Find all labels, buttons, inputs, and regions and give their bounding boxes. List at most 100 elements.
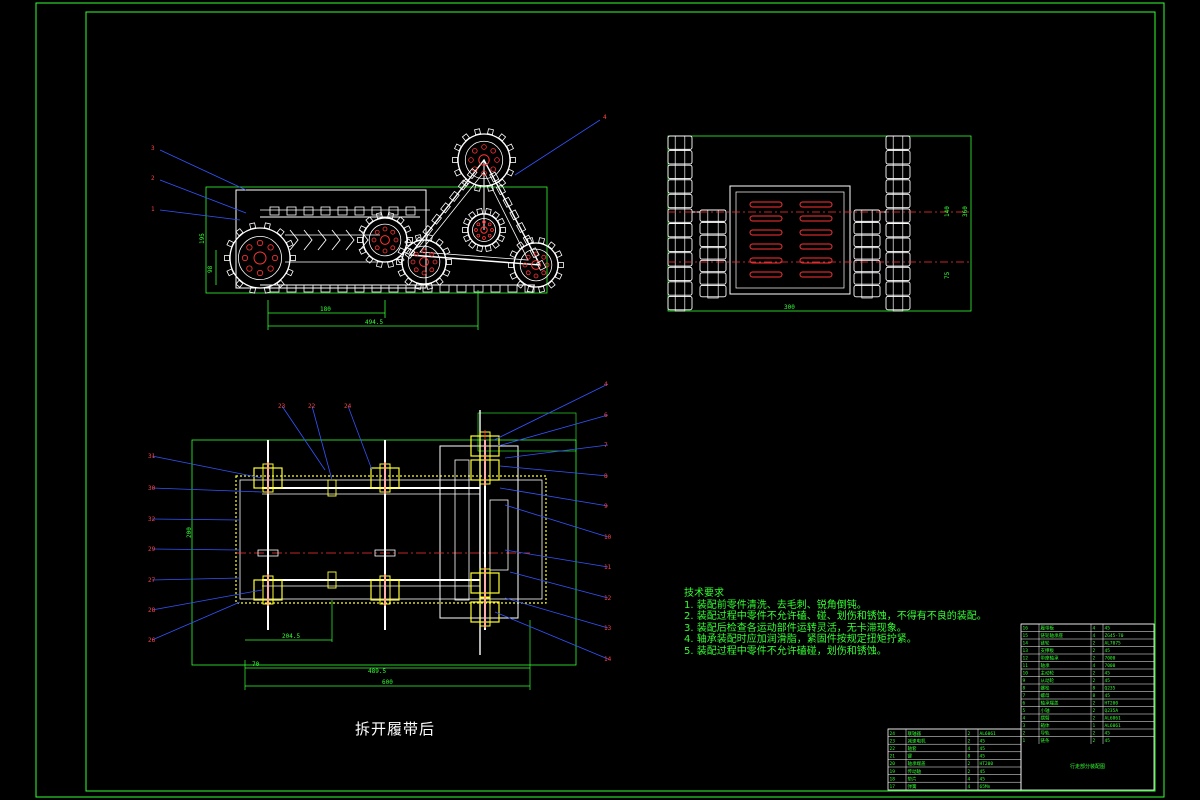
front-slot — [799, 215, 833, 222]
track-plate — [667, 281, 693, 296]
bolt-hole — [410, 259, 416, 265]
track-plate — [667, 295, 693, 311]
table-cell: 导轨 — [1041, 730, 1050, 737]
table-cell: 2 — [1093, 656, 1096, 662]
front-slot — [749, 257, 783, 264]
sprocket-wheel — [457, 133, 511, 187]
track-shoe — [538, 285, 546, 293]
track-shoe — [357, 237, 363, 243]
track-plate — [885, 252, 911, 267]
callout-plan-22: 22 — [308, 403, 316, 410]
bolt-hole — [267, 244, 274, 251]
arm-link — [502, 196, 513, 208]
track-plate — [667, 193, 693, 209]
track-plate — [667, 208, 693, 223]
leader-line — [499, 465, 609, 477]
track-plate — [699, 259, 727, 273]
table-cell: 4 — [968, 776, 971, 782]
track-shoe — [547, 241, 556, 250]
table-cell: 45 — [980, 738, 986, 744]
callout-plan-left-29: 29 — [148, 546, 156, 553]
bolt-hole — [382, 248, 388, 254]
track-plate — [699, 222, 727, 235]
track-plate — [885, 179, 911, 194]
track-link — [388, 284, 399, 293]
track-shoe — [387, 212, 395, 220]
table-cell: 链轮轴承座 — [1041, 632, 1064, 639]
track-shoe — [506, 168, 514, 177]
track-shoe — [554, 271, 563, 280]
track-shoe — [396, 259, 402, 265]
callout-plan-4: 4 — [604, 381, 608, 388]
track-shoe — [404, 238, 413, 247]
track-shoe — [290, 255, 296, 261]
track-shoe — [358, 225, 367, 234]
bolt-hole — [271, 254, 279, 262]
dim-plan-c: 600 — [382, 679, 393, 686]
table-cell: 2 — [1023, 731, 1026, 737]
callout-plan-7: 7 — [604, 442, 608, 449]
track-shoe — [497, 217, 505, 226]
bolt-hole — [374, 229, 380, 235]
table-cell: 1 — [1093, 723, 1096, 729]
track-link — [405, 206, 416, 216]
table-cell: 弹簧 — [908, 783, 917, 790]
sprocket-inner — [472, 218, 496, 242]
bolt-hole — [421, 248, 427, 254]
track-shoe — [461, 133, 470, 142]
callout-plan-right-13: 13 — [604, 625, 612, 632]
leader-line — [281, 405, 326, 471]
track-shoe — [226, 268, 235, 277]
sprocket-wheel — [513, 242, 559, 288]
table-cell: 从动轮 — [1041, 677, 1055, 684]
table-cell: 17 — [890, 784, 896, 790]
bolt-hole — [533, 251, 539, 257]
bolt-hole — [382, 226, 388, 232]
track-shoe — [468, 211, 477, 220]
bolt-hole — [432, 259, 438, 265]
tech-note-1: 1. 装配前零件清洗、去毛刺、锐角倒钝。 — [684, 599, 867, 611]
dim-plan-d: 70 — [252, 661, 260, 668]
bolt-hole — [267, 265, 274, 272]
arm-link — [516, 222, 527, 233]
dim-front-h1: 140 — [944, 206, 951, 217]
track-link — [473, 284, 484, 293]
table-cell: 23 — [890, 738, 896, 744]
track-link — [371, 206, 382, 216]
leader-line — [504, 444, 609, 459]
bolt-hole — [544, 262, 550, 268]
table-cell: 4 — [1093, 663, 1096, 669]
sprocket-hub — [478, 154, 490, 166]
track-shoe — [497, 234, 505, 243]
bolt-hole — [490, 148, 496, 154]
track-plate — [853, 259, 881, 273]
table-cell: 2 — [1093, 708, 1096, 714]
leader-line — [504, 597, 609, 629]
track-shoe — [426, 234, 434, 242]
track-shoe — [554, 250, 563, 259]
bolt-hole — [393, 237, 399, 243]
table-cell: 2 — [968, 731, 971, 737]
track-shoe — [463, 234, 471, 243]
track-shoe — [484, 245, 492, 252]
table-cell: 2 — [1093, 648, 1096, 654]
dim-front-width: 300 — [784, 304, 795, 311]
track-link — [354, 284, 365, 293]
track-shoe — [476, 245, 484, 252]
table-cell: 2 — [1093, 678, 1096, 684]
front-slot — [799, 229, 833, 236]
table-cell: 7000 — [1105, 663, 1116, 669]
track-plate — [667, 266, 693, 282]
track-shoe — [404, 277, 413, 286]
track-link — [524, 284, 535, 293]
front-slot — [749, 201, 783, 208]
track-shoe — [526, 285, 534, 293]
arm-link — [431, 213, 442, 225]
table-cell: 9 — [1023, 678, 1026, 684]
track-shoe — [375, 212, 383, 220]
front-view: 300 140 360 75 — [667, 135, 972, 312]
bolt-hole — [421, 270, 427, 276]
table-cell: 45 — [1105, 678, 1111, 684]
track-link — [354, 206, 365, 216]
